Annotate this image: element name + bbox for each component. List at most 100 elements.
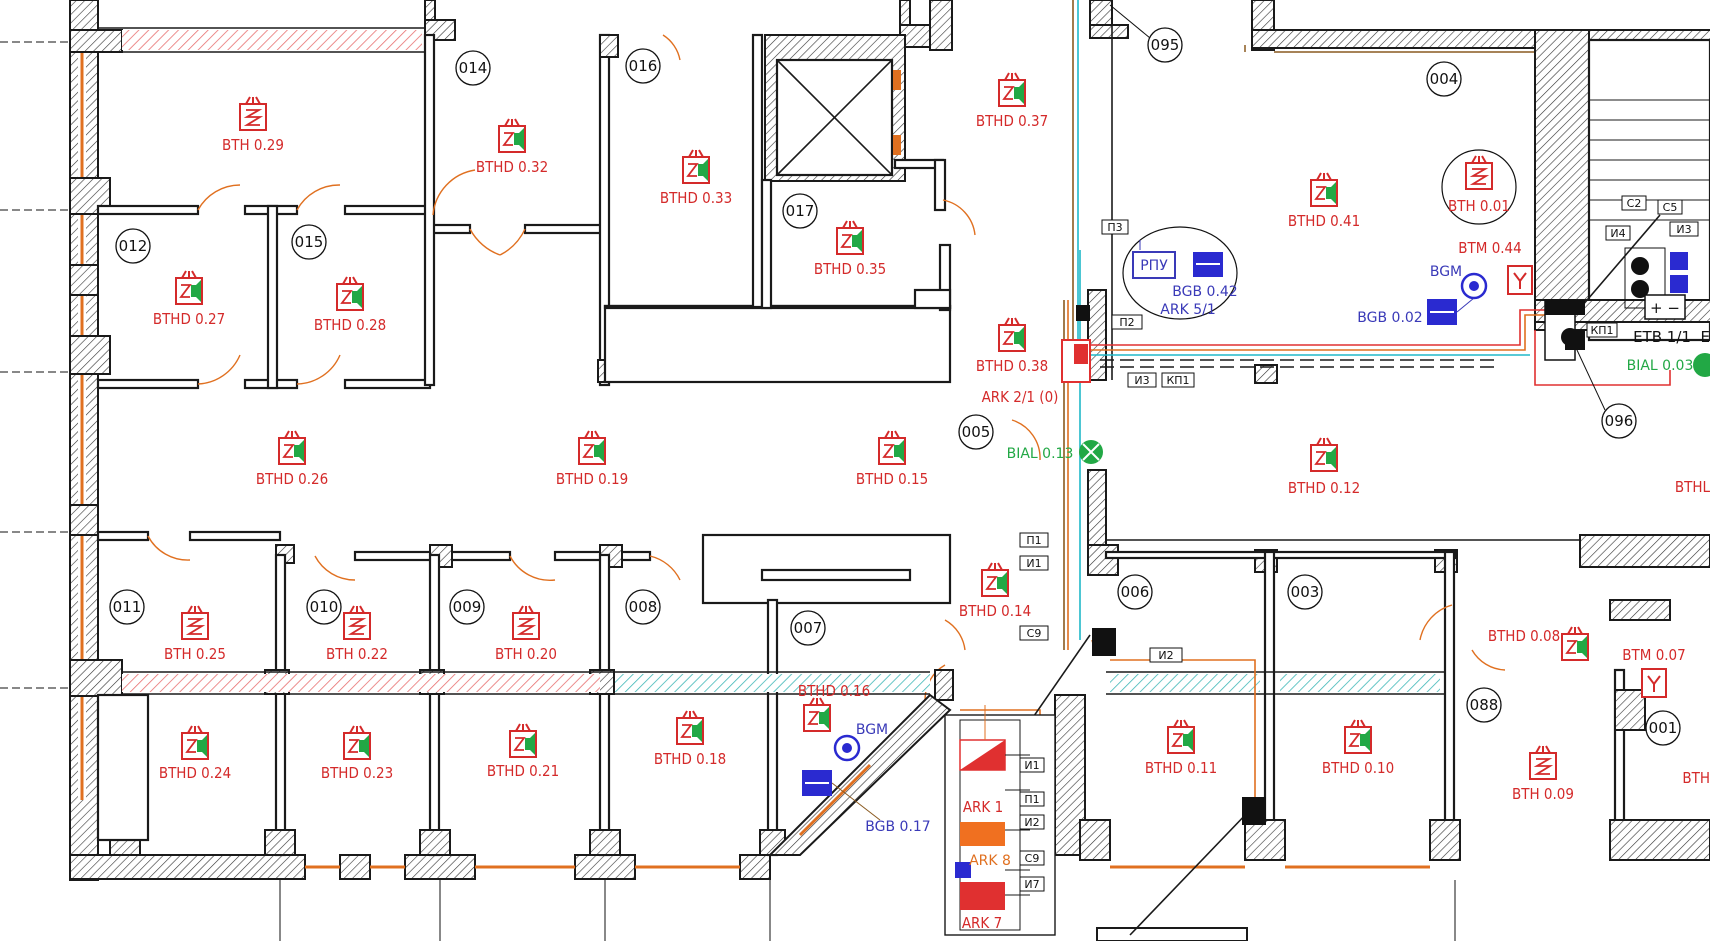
svg-text:BTHD 0.08: BTHD 0.08 [1488,627,1560,645]
svg-text:И4: И4 [1610,227,1625,240]
svg-text:И1: И1 [1026,557,1041,570]
tag-c2: С2 [1621,195,1647,211]
device-symbols: РПУ BGB 0.42 ARK 5/1 ARK 2/1 (0) BIAL 0.… [802,226,1710,932]
room-011: 011 [109,589,145,625]
speaker-bthd-018: BTHD 0.18 [654,710,726,768]
svg-text:И2: И2 [1158,649,1173,662]
svg-text:BTHD 0.26: BTHD 0.26 [256,470,328,488]
speaker-bthd-014: BTHD 0.14 [959,562,1031,620]
svg-text:BTHD 0.21: BTHD 0.21 [487,762,559,780]
svg-text:С2: С2 [1627,197,1642,210]
svg-text:С5: С5 [1663,201,1678,214]
room-005: 005 [958,414,994,450]
svg-text:BGB 0.02: BGB 0.02 [1357,310,1422,326]
svg-text:003: 003 [1291,583,1320,601]
svg-text:BTHD 0.19: BTHD 0.19 [556,470,628,488]
svg-text:016: 016 [629,57,658,75]
svg-text:BTHD 0.33: BTHD 0.33 [660,189,732,207]
speaker-bth-020: BTH 0.20 [495,605,557,663]
svg-text:РПУ: РПУ [1140,258,1168,274]
room-006: 006 [1117,574,1153,610]
svg-text:BTHD 0.24: BTHD 0.24 [159,764,231,782]
svg-text:BTHD 0.32: BTHD 0.32 [476,158,548,176]
svg-text:BTHD 0.15: BTHD 0.15 [856,470,928,488]
dimension-ticks [0,41,1456,941]
rpu-panel: РПУ BGB 0.42 ARK 5/1 [1122,226,1238,320]
svg-text:И1: И1 [1024,759,1039,772]
svg-text:014: 014 [459,59,488,77]
svg-text:BGB 0.17: BGB 0.17 [865,819,930,835]
svg-text:BTHD 0.14: BTHD 0.14 [959,602,1031,620]
svg-text:ARK 1: ARK 1 [963,798,1003,816]
speaker-symbols: BTH 0.29 BTHD 0.32 BTHD 0.33 BTHD 0.37 B… [153,72,1686,803]
speaker-bth-009: BTH 0.09 [1512,745,1574,803]
tag-p3: П3 [1101,219,1129,235]
svg-text:BTHD 0.28: BTHD 0.28 [314,316,386,334]
speaker-bthd-038: BTHD 0.38 [976,317,1048,375]
svg-text:096: 096 [1605,412,1634,430]
speaker-bthd-015: BTHD 0.15 [856,430,928,488]
room-014: 014 [455,50,491,86]
bial-013-lamp: BIAL 0.13 [1007,440,1103,464]
svg-text:004: 004 [1430,70,1459,88]
svg-text:BTH 0.09: BTH 0.09 [1512,785,1574,803]
svg-text:BGM: BGM [856,722,888,738]
svg-text:BTHD 0.12: BTHD 0.12 [1288,479,1360,497]
tag-c9-box: С9 [1019,850,1045,866]
speaker-bthd-016: BTHD 0.16 [798,682,870,732]
svg-text:017: 017 [786,202,815,220]
speaker-bthd-026: BTHD 0.26 [256,430,328,488]
svg-text:BTM 0.44: BTM 0.44 [1458,239,1521,257]
svg-text:BTHD 0.38: BTHD 0.38 [976,357,1048,375]
room-001: 001 [1645,710,1681,746]
svg-text:С9: С9 [1025,852,1040,865]
svg-text:BGM: BGM [1430,264,1462,280]
room-number-markers: 014 016 017 012 015 005 011 010 009 008 … [109,4,1681,746]
svg-text:П3: П3 [1107,221,1122,234]
svg-text:BTHD 0.18: BTHD 0.18 [654,750,726,768]
tag-i2-box: И2 [1019,814,1045,830]
svg-text:И3: И3 [1676,223,1691,236]
svg-text:E: E [1701,328,1710,346]
tag-kp1: КП1 [1161,372,1195,388]
speaker-bthd-024: BTHD 0.24 [159,725,231,782]
room-015: 015 [291,224,327,260]
svg-text:015: 015 [295,233,324,251]
speaker-bthd-008: BTHD 0.08 [1488,626,1589,661]
room-088: 088 [1466,687,1502,723]
tag-c9-mid: С9 [1019,625,1049,641]
room-017: 017 [782,193,818,229]
room-095: 095 [1147,27,1183,63]
svg-text:BTH 0.20: BTH 0.20 [495,645,557,663]
ark-box-labels: ARK 1 ARK 8 ARK 7 [962,798,1011,932]
room-007: 007 [790,610,826,646]
svg-text:BTHD 0.23: BTHD 0.23 [321,764,393,782]
tag-i3-right: И3 [1669,221,1699,237]
svg-text:008: 008 [629,598,658,616]
tag-kp1-right: КП1 [1586,322,1618,338]
svg-text:И3: И3 [1134,374,1149,387]
tag-p2: П2 [1111,314,1143,330]
svg-text:BTH 0.25: BTH 0.25 [164,645,226,663]
svg-text:BTHD 0.27: BTHD 0.27 [153,310,225,328]
bgm-bottom-beacon: BGM BGB 0.17 [802,722,931,835]
tag-i4: И4 [1605,225,1631,241]
svg-text:П1: П1 [1026,534,1041,547]
svg-text:П1: П1 [1024,793,1039,806]
svg-text:006: 006 [1121,583,1150,601]
room-016: 016 [625,48,661,84]
svg-text:001: 001 [1649,719,1678,737]
speaker-bthd-037: BTHD 0.37 [976,72,1048,130]
svg-text:С9: С9 [1027,627,1042,640]
tag-i1-box: И1 [1019,757,1045,773]
svg-text:+ −: + − [1650,299,1680,317]
speaker-bthd-028: BTHD 0.28 [314,276,386,334]
speaker-bthd-023: BTHD 0.23 [321,725,393,782]
tag-p1-box: П1 [1019,791,1045,807]
svg-text:BTH: BTH [1682,769,1710,787]
svg-text:ARK 7: ARK 7 [962,914,1002,932]
svg-text:КП1: КП1 [1166,374,1189,387]
svg-text:005: 005 [962,423,991,441]
svg-text:П2: П2 [1119,316,1134,329]
svg-text:ARK 5/1: ARK 5/1 [1160,302,1215,318]
